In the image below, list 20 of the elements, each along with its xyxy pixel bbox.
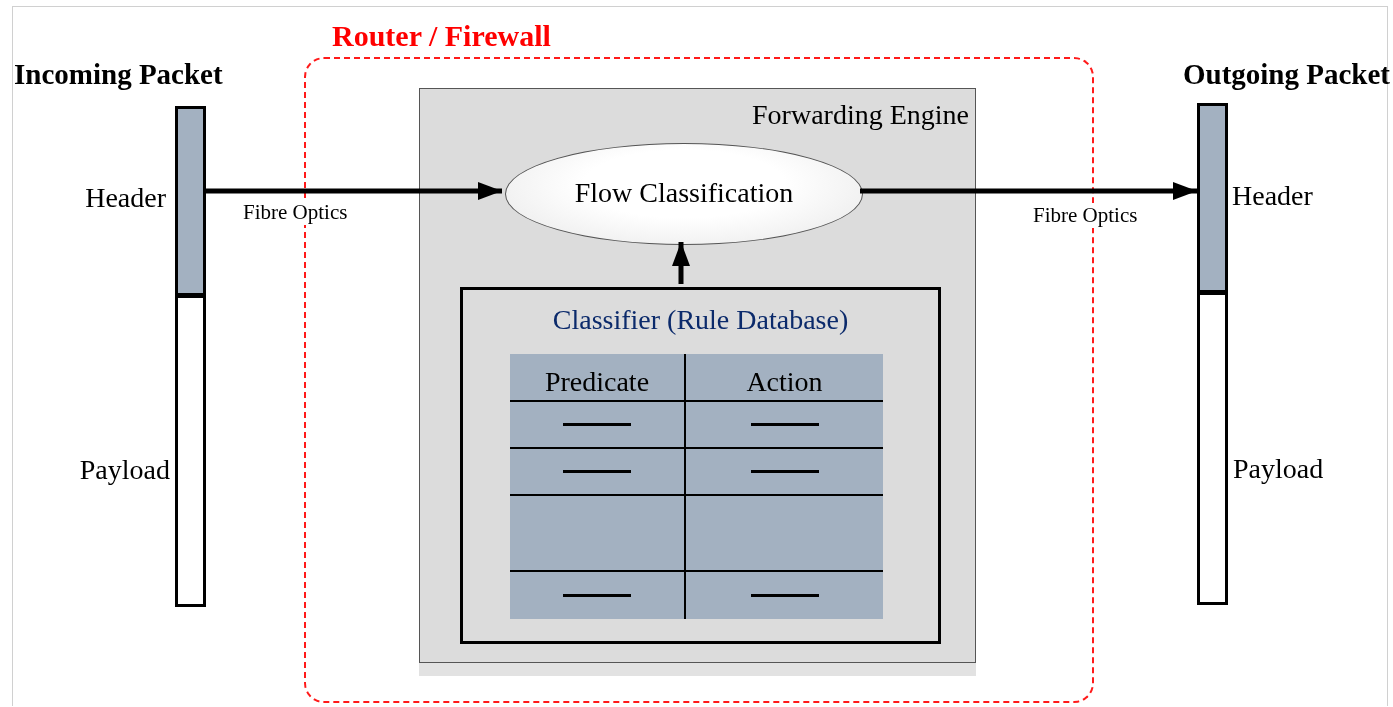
column-header: Predicate: [510, 354, 686, 402]
router-title: Router / Firewall: [332, 19, 551, 53]
segment-label: Payload: [79, 454, 170, 486]
payload-segment: [175, 295, 206, 607]
classifier-box: [460, 287, 941, 644]
classifier-title: Classifier (Rule Database): [551, 304, 850, 336]
process-ellipse: Flow Classification: [505, 143, 863, 245]
arrow: [672, 242, 690, 284]
arrow: [860, 182, 1197, 200]
column-header: Action: [686, 354, 883, 402]
segment-label: Header: [85, 182, 166, 214]
segment-label: Header: [1232, 180, 1313, 212]
arrow: [206, 182, 502, 200]
header-segment: [175, 106, 206, 296]
packet-title: Incoming Packet: [14, 58, 223, 91]
engine-title: Forwarding Engine: [752, 99, 969, 131]
header-segment: [1197, 103, 1228, 293]
packet-title: Outgoing Packet: [1182, 58, 1390, 91]
payload-segment: [1197, 292, 1228, 605]
segment-label: Payload: [1233, 453, 1324, 485]
